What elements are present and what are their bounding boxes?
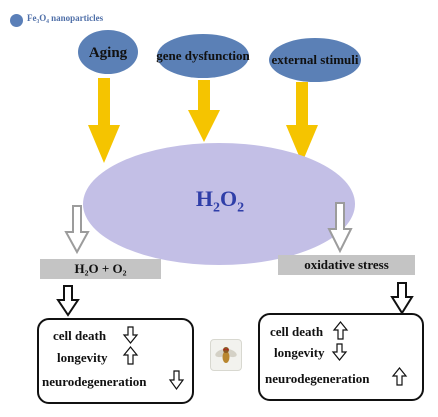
left-effect-longevity-label: longevity	[57, 350, 108, 365]
fruit-fly-icon	[210, 339, 242, 371]
h2o2-label-sub1: 2	[213, 200, 220, 216]
left-effect-cell-death-label: cell death	[53, 328, 107, 343]
left-effects-box	[37, 318, 194, 404]
right-effect-cell-death-label: cell death	[270, 324, 324, 339]
left-effect-cell-death: cell death	[53, 328, 106, 344]
cause-external-stimuli-label: external stimuli	[271, 52, 359, 67]
cause-aging-label: Aging	[88, 45, 128, 61]
h2o2-label: H2O2	[150, 186, 290, 216]
black-arrow-left	[56, 285, 80, 317]
left-effect-neurodegeneration: neurodegeneration	[42, 374, 146, 390]
yellow-arrow-external-stimuli	[286, 82, 318, 163]
fruit-fly-drawing	[215, 347, 237, 363]
cause-gene-dysfunction-label: gene dysfunction	[156, 48, 250, 63]
arrow-up-icon	[391, 367, 408, 386]
h2o2-ellipse	[83, 143, 355, 265]
yellow-arrow-aging	[88, 78, 120, 163]
arrow-down-icon	[122, 326, 139, 344]
right-effect-longevity-label: longevity	[274, 345, 325, 360]
arrow-down-icon	[168, 370, 185, 391]
h2o2-label-h: H	[195, 186, 213, 211]
arrow-down-icon	[331, 343, 348, 361]
cause-gene-dysfunction-oval	[157, 34, 249, 78]
right-effect-neurodegeneration-label: neurodegeneration	[265, 371, 370, 386]
gray-arrow-right	[327, 202, 353, 254]
legend-label: Fe₃O₄ nanoparticles	[27, 13, 104, 23]
legend-dot-icon	[10, 14, 23, 27]
arrow-up-icon	[122, 346, 139, 365]
h2o2-label-sub2: 2	[237, 200, 245, 216]
cause-external-stimuli-oval	[269, 38, 361, 82]
h2o2-label-o: O	[220, 186, 238, 211]
right-effect-cell-death: cell death	[270, 324, 323, 340]
cause-aging-oval	[78, 30, 138, 74]
right-effect-longevity: longevity	[274, 345, 325, 361]
black-arrow-right	[390, 282, 414, 315]
left-effect-neurodegeneration-label: neurodegeneration	[42, 374, 147, 389]
right-effect-neurodegeneration: neurodegeneration	[265, 371, 369, 387]
yellow-arrow-gene-dysfunction	[188, 80, 220, 142]
left-effect-longevity: longevity	[57, 350, 108, 366]
outcome-h2o-o2-box: H₂O + O₂	[40, 259, 161, 279]
arrow-up-icon	[332, 321, 349, 340]
gray-arrow-left	[64, 205, 90, 255]
outcome-oxidative-stress-box: oxidative stress	[278, 255, 415, 275]
